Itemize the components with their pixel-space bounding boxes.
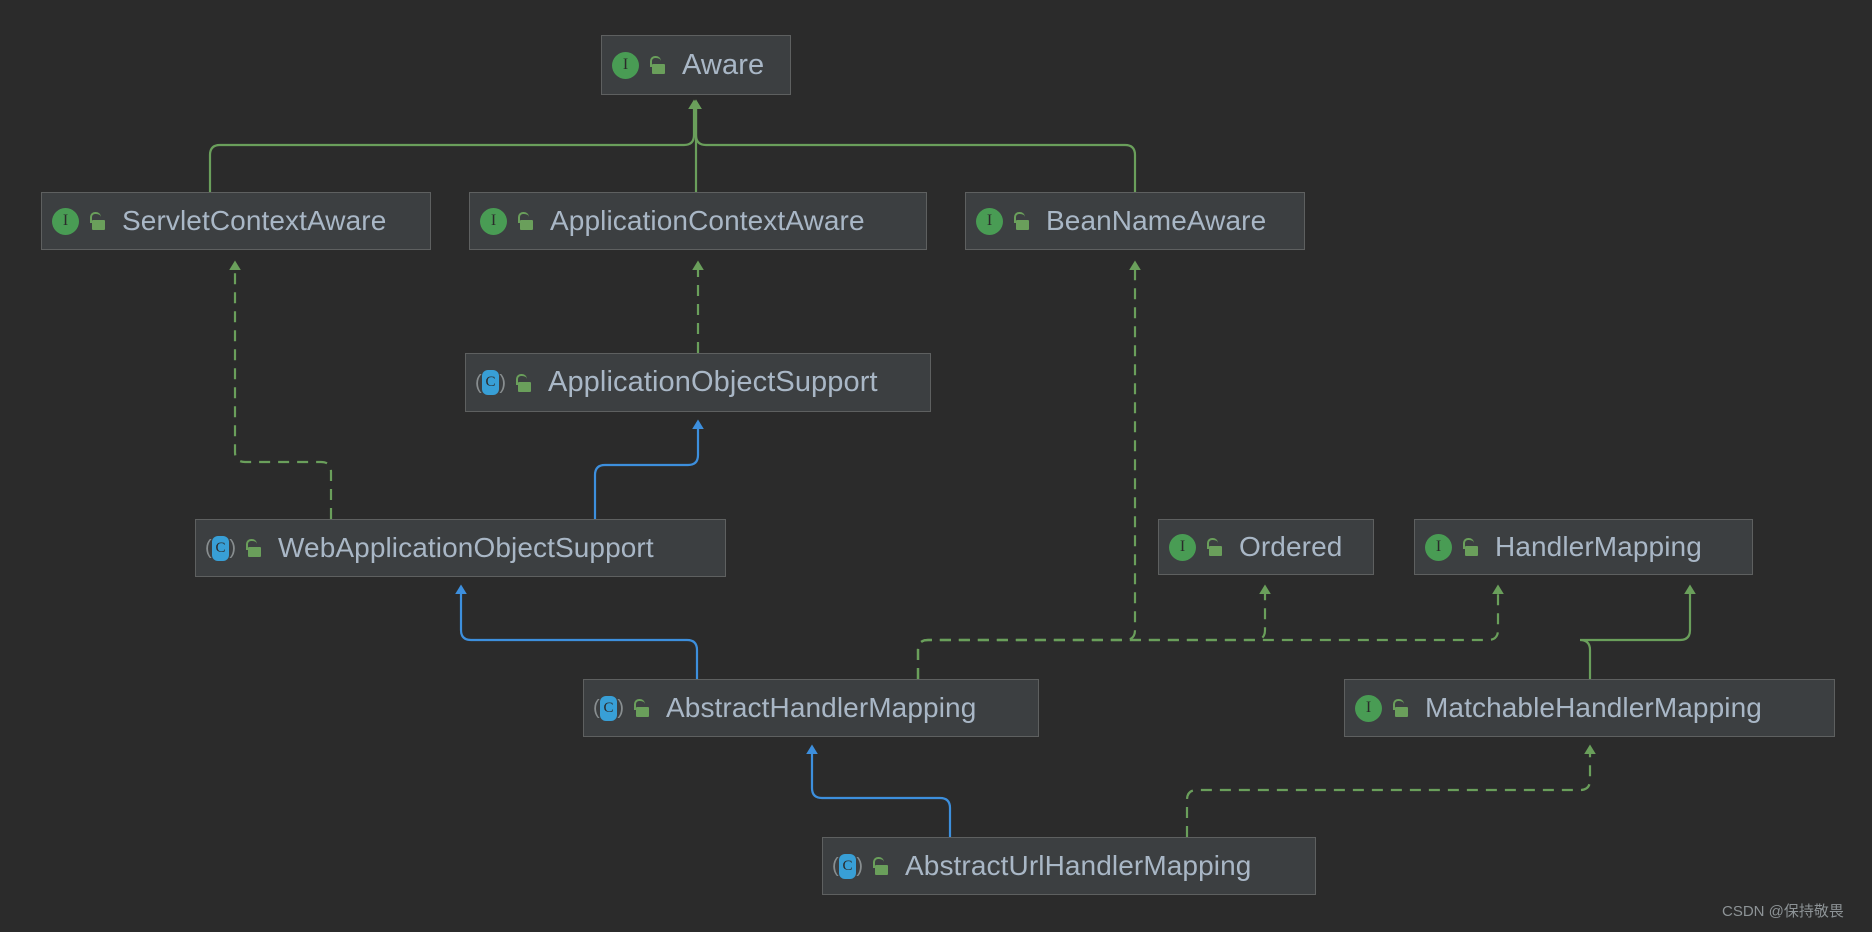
unlocked-icon <box>1205 538 1223 556</box>
node-label: WebApplicationObjectSupport <box>278 532 654 563</box>
edge-webappobjsupport-to-appobjsupport <box>593 419 704 519</box>
edge-matchablemap-to-handlermapping <box>1579 584 1696 679</box>
node-label: MatchableHandlerMapping <box>1425 692 1762 723</box>
interface-icon: I <box>1169 533 1196 561</box>
node-appctx[interactable]: I ApplicationContextAware <box>469 192 927 250</box>
unlocked-icon <box>1461 538 1479 556</box>
edge-servletctx-to-aware <box>208 99 700 192</box>
edge-absthandlermap-to-handlermapping <box>916 584 1504 679</box>
unlocked-icon <box>632 699 650 717</box>
node-icon-group: I <box>52 207 122 235</box>
node-absthandlermap[interactable]: (C) AbstractHandlerMapping <box>583 679 1039 737</box>
node-label: BeanNameAware <box>1046 205 1267 236</box>
edge-absturlmap-to-matchablemap <box>1185 744 1596 837</box>
interface-icon: I <box>480 207 507 235</box>
node-icon-group: I <box>612 51 682 79</box>
node-label: HandlerMapping <box>1495 531 1702 562</box>
node-ordered[interactable]: I Ordered <box>1158 519 1374 575</box>
node-label: Ordered <box>1239 531 1343 562</box>
unlocked-icon <box>871 857 889 875</box>
node-icon-group: I <box>480 207 550 235</box>
node-icon-group: I <box>976 207 1046 235</box>
watermark: CSDN @保持敬畏 <box>1722 903 1844 920</box>
unlocked-icon <box>1391 699 1409 717</box>
node-matchablemap[interactable]: I MatchableHandlerMapping <box>1344 679 1835 737</box>
unlocked-icon <box>648 56 666 74</box>
edge-absthandlermap-to-webappobjsupport <box>455 584 699 679</box>
unlocked-icon <box>514 373 532 392</box>
node-icon-group: (C) <box>475 369 548 396</box>
node-icon-group: (C) <box>205 535 278 562</box>
node-icon-group: I <box>1169 533 1239 561</box>
unlocked-icon <box>516 212 534 230</box>
edge-beanname-to-aware <box>690 99 1137 192</box>
node-handlermapping[interactable]: I HandlerMapping <box>1414 519 1753 575</box>
interface-icon: I <box>52 207 79 235</box>
class-icon: (C) <box>205 535 236 561</box>
node-appobjsupport[interactable]: (C) ApplicationObjectSupport <box>465 353 931 412</box>
node-label: AbstractHandlerMapping <box>666 692 977 723</box>
node-label: AbstractUrlHandlerMapping <box>905 850 1252 881</box>
interface-icon: I <box>1355 694 1382 722</box>
interface-icon: I <box>612 51 639 79</box>
unlocked-icon <box>88 212 106 230</box>
edge-absturlmap-to-absthandlermap <box>806 744 952 837</box>
node-beanname[interactable]: I BeanNameAware <box>965 192 1305 250</box>
node-label: ServletContextAware <box>122 205 387 236</box>
node-icon-group: I <box>1355 694 1425 722</box>
unlocked-icon <box>1012 212 1030 230</box>
node-absturlmap[interactable]: (C) AbstractUrlHandlerMapping <box>822 837 1316 895</box>
node-servletctx[interactable]: I ServletContextAware <box>41 192 431 250</box>
node-label: ApplicationObjectSupport <box>548 366 878 398</box>
class-icon: (C) <box>593 695 624 721</box>
node-aware[interactable]: I Aware <box>601 35 791 95</box>
interface-icon: I <box>1425 533 1452 561</box>
node-label: Aware <box>682 48 765 81</box>
node-icon-group: (C) <box>832 853 905 880</box>
unlocked-icon <box>244 539 262 557</box>
class-icon: (C) <box>475 370 506 395</box>
edge-absthandlermap-to-beanname <box>916 260 1141 679</box>
node-icon-group: (C) <box>593 695 666 722</box>
interface-icon: I <box>976 207 1003 235</box>
edge-absthandlermap-to-ordered <box>916 584 1271 679</box>
edge-webappobjsupport-to-servletctx <box>229 260 333 519</box>
class-icon: (C) <box>832 853 863 879</box>
node-label: ApplicationContextAware <box>550 205 865 236</box>
node-webappobjsupport[interactable]: (C) WebApplicationObjectSupport <box>195 519 726 577</box>
node-icon-group: I <box>1425 533 1495 561</box>
